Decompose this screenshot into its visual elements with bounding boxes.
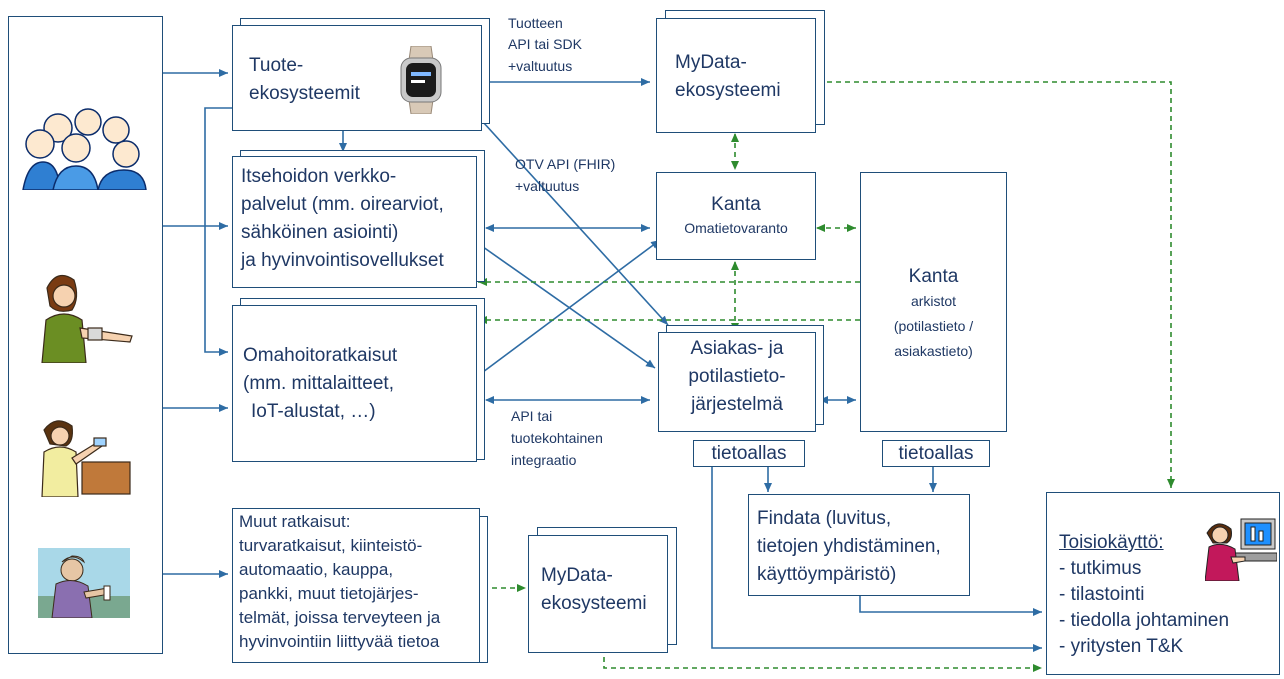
elderly-woman-icon [38, 548, 130, 618]
itsehoito-line-1: Itsehoidon verkko- [241, 166, 397, 187]
api-sdk-label-1: Tuotteen [508, 15, 563, 31]
kanta-arkistot-box: Kanta arkistot (potilastieto / asiakasti… [860, 172, 1007, 432]
kanta-arkistot-line-3: (potilastieto / [893, 318, 974, 334]
tuote-label-2: ekosysteemit [249, 83, 360, 104]
muut-line-3: automaatio, kauppa, [239, 560, 394, 579]
muut-line-4: pankki, muut tietojärjes- [239, 584, 419, 603]
api-integraatio-label-2: tuotekohtainen [511, 430, 603, 446]
toisiokaytto-box: Toisiokäyttö: - tutkimus - tilastointi -… [1046, 492, 1280, 675]
kanta-arkistot-line-1: Kanta [908, 266, 959, 287]
muut-line-1: Muut ratkaisut: [239, 512, 351, 531]
mydata-bottom-box: MyData- ekosysteemi [528, 535, 668, 653]
mydata-top-line-1: MyData- [675, 52, 747, 73]
tietoallas-left: tietoallas [693, 440, 805, 467]
api-sdk-label-2: API tai SDK [508, 36, 582, 52]
api-sdk-label-3: +valtuutus [508, 58, 573, 74]
kanta-arkistot-line-2: arkistot [910, 293, 957, 309]
toisio-item-4: - yritysten T&K [1059, 636, 1184, 657]
kanta-arkistot-line-4: asiakastieto) [894, 343, 973, 359]
tuote-label-1: Tuote- [249, 55, 304, 76]
otv-api-label-1: OTV API (FHIR) [515, 156, 616, 172]
computer-user-icon [1205, 518, 1277, 581]
smartwatch-icon [400, 46, 442, 114]
muut-line-5: telmät, joissa terveyteen ja [239, 608, 441, 627]
itsehoito-box: Itsehoidon verkko- palvelut (mm. oirearv… [232, 156, 477, 288]
mydata-top-line-2: ekosysteemi [675, 80, 781, 101]
muut-line-2: turvaratkaisut, kiinteistö- [239, 536, 423, 555]
muut-line-6: hyvinvointiin liittyvää tietoa [239, 632, 440, 651]
findata-box: Findata (luvitus, tietojen yhdistäminen,… [748, 494, 970, 596]
toisio-item-1: - tutkimus [1059, 558, 1142, 579]
muut-ratkaisut-box: Muut ratkaisut: turvaratkaisut, kiinteis… [232, 508, 480, 663]
asiakas-line-3: järjestelmä [691, 394, 783, 415]
mydata-bottom-line-1: MyData- [541, 565, 613, 586]
omahoito-line-2: (mm. mittalaitteet, [243, 373, 394, 394]
people-group-icon [22, 108, 147, 190]
tietoallas-right: tietoallas [882, 440, 990, 467]
mydata-top-box: MyData- ekosysteemi [656, 18, 816, 133]
findata-line-3: käyttöympäristö) [757, 564, 897, 585]
api-integraatio-label-1: API tai [511, 408, 553, 424]
tuote-ekosysteemit-box: Tuote- ekosysteemit [232, 25, 482, 131]
tietoallas-right-label: tietoallas [898, 443, 974, 464]
mydata-bottom-line-2: ekosysteemi [541, 593, 647, 614]
asiakas-line-1: Asiakas- ja [690, 338, 784, 359]
toisio-item-2: - tilastointi [1059, 584, 1145, 605]
asiakas-line-2: potilastieto- [688, 366, 786, 387]
toisio-item-3: - tiedolla johtaminen [1059, 610, 1230, 631]
findata-line-1: Findata (luvitus, [757, 508, 892, 529]
omahoito-line-1: Omahoitoratkaisut [243, 345, 398, 366]
omahoito-box: Omahoitoratkaisut (mm. mittalaitteet, Io… [232, 305, 477, 462]
otv-api-label-2: +valtuutus [515, 178, 580, 194]
kanta-oma-line-2: Omatietovaranto [684, 220, 788, 236]
toisio-title: Toisiokäyttö: [1059, 532, 1164, 553]
tietoallas-left-label: tietoallas [711, 443, 787, 464]
itsehoito-line-4: ja hyvinvointisovellukset [241, 250, 444, 271]
api-integraatio-label-3: integraatio [511, 452, 577, 468]
kanta-omatietovaranto-box: Kanta Omatietovaranto [656, 172, 816, 260]
omahoito-line-3: IoT-alustat, …) [251, 401, 376, 422]
blood-pressure-woman-icon [41, 274, 133, 363]
kanta-oma-line-1: Kanta [711, 194, 761, 215]
nurse-icon [41, 420, 131, 497]
itsehoito-line-2: palvelut (mm. oirearviot, [241, 194, 444, 215]
findata-line-2: tietojen yhdistäminen, [757, 536, 941, 557]
itsehoito-line-3: sähköinen asiointi) [241, 222, 399, 243]
asiakas-potilastietojarjestelma-box: Asiakas- ja potilastieto- järjestelmä [658, 332, 816, 432]
